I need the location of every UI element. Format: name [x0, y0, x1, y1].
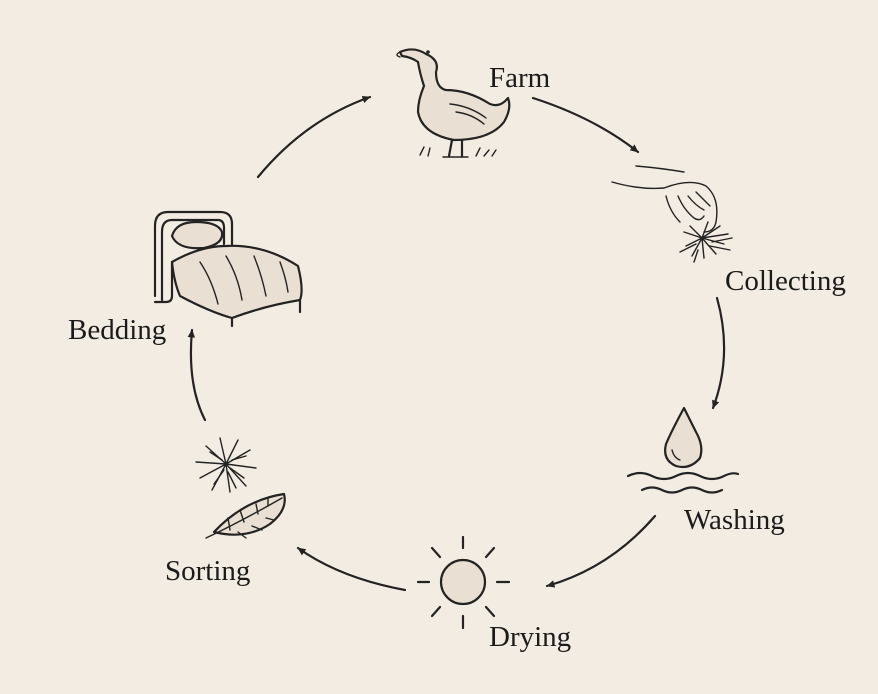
- arrow-collecting-to-washing: [711, 296, 726, 410]
- arrow-farm-to-collecting: [531, 96, 640, 154]
- duck-icon: [396, 48, 511, 158]
- stage-label-sorting: Sorting: [165, 555, 251, 587]
- hand-plucking-down-icon: [611, 165, 733, 263]
- arrow-drying-to-sorting: [296, 546, 407, 592]
- water-drop-icon: [626, 406, 740, 494]
- stage-label-drying: Drying: [489, 621, 572, 653]
- stage-label-washing: Washing: [684, 504, 785, 536]
- stage-label-bedding: Bedding: [68, 314, 167, 346]
- bed-icon: [153, 210, 303, 328]
- arrow-bedding-to-farm: [256, 95, 372, 179]
- arrow-sorting-to-bedding: [187, 328, 207, 422]
- arrow-washing-to-drying: [545, 514, 657, 588]
- feather-and-down-icon: [195, 437, 286, 539]
- stage-label-farm: Farm: [489, 62, 551, 94]
- sun-icon: [416, 535, 511, 630]
- stage-label-collecting: Collecting: [725, 265, 846, 297]
